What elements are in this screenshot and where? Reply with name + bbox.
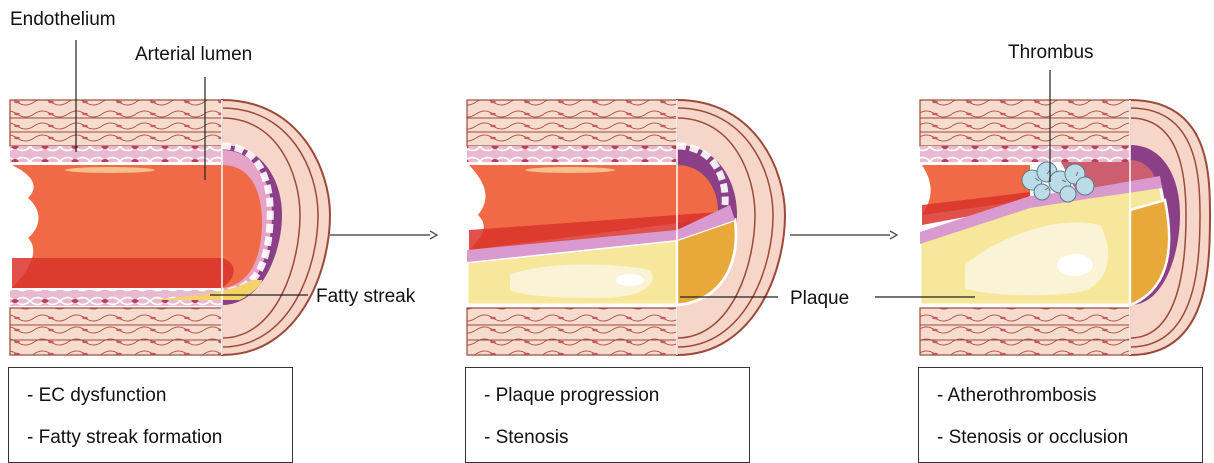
stage-3-line-2: - Stenosis or occlusion bbox=[937, 428, 1128, 447]
stage-1-line-2: - Fatty streak formation bbox=[27, 428, 222, 447]
stage-2-line-1: - Plaque progression bbox=[484, 386, 659, 405]
label-plaque: Plaque bbox=[790, 289, 849, 308]
artery-panel-2 bbox=[467, 100, 785, 355]
stage-1-line-1: - EC dysfunction bbox=[27, 386, 166, 405]
artery-panel-1 bbox=[10, 100, 330, 355]
label-fatty-streak: Fatty streak bbox=[316, 287, 415, 306]
label-endothelium: Endothelium bbox=[10, 10, 116, 29]
arrow-2 bbox=[790, 231, 897, 239]
label-thrombus: Thrombus bbox=[1008, 43, 1094, 62]
stage-box-1: - EC dysfunction - Fatty streak formatio… bbox=[8, 367, 293, 463]
stage-2-line-2: - Stenosis bbox=[484, 428, 568, 447]
arrow-1 bbox=[330, 231, 437, 239]
artery-panel-3 bbox=[920, 100, 1210, 355]
stage-3-line-1: - Atherothrombosis bbox=[937, 386, 1096, 405]
label-arterial-lumen: Arterial lumen bbox=[135, 45, 252, 64]
stage-box-3: - Atherothrombosis - Stenosis or occlusi… bbox=[918, 367, 1203, 463]
stage-box-2: - Plaque progression - Stenosis bbox=[465, 367, 750, 463]
